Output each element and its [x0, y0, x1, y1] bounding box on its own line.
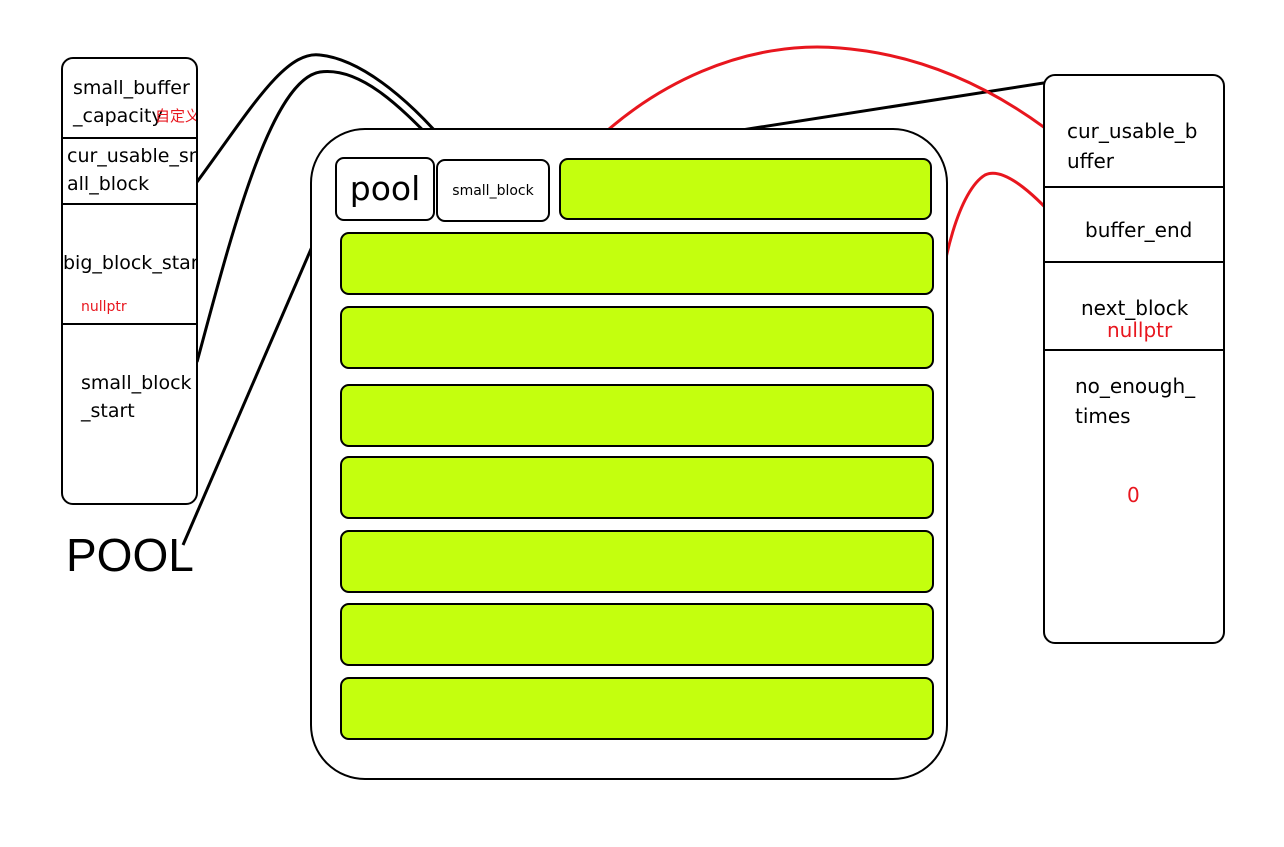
pool-caption: POOL [66, 529, 194, 581]
field-small-buffer-capacity: small_buffer _capacity 自定义 [63, 59, 196, 139]
field-no-enough-times: no_enough_ times 0 [1045, 351, 1223, 641]
small-block-label: small_block [452, 182, 534, 199]
pool-struct-panel: small_buffer _capacity 自定义 cur_usable_sm… [61, 57, 198, 505]
field-divider [1045, 349, 1223, 351]
field-cur-usable-buffer: cur_usable_b uffer [1045, 76, 1223, 188]
memory-block [559, 158, 932, 220]
small-block-header-box: small_block [436, 159, 550, 222]
field-buffer-end: buffer_end [1045, 188, 1223, 262]
field-label: next_block [1081, 296, 1189, 320]
memory-block [340, 677, 934, 740]
field-label: cur_usable_sm all_block [67, 145, 198, 195]
memory-block [340, 603, 934, 666]
field-big-block-start: big_block_start nullptr [63, 205, 196, 323]
pool-label: pool [349, 169, 421, 208]
field-label: no_enough_ times [1075, 374, 1196, 428]
field-label: small_buffer _capacity [73, 77, 190, 127]
memory-block [340, 232, 934, 295]
pool-header-box: pool [335, 157, 435, 221]
field-label: big_block_start [63, 252, 198, 274]
small-block-struct-panel: cur_usable_b uffer buffer_end next_block… [1043, 74, 1225, 644]
field-small-block-start: small_block _start [63, 325, 196, 503]
memory-block [340, 306, 934, 369]
field-label: cur_usable_b uffer [1067, 119, 1198, 173]
field-divider [1045, 186, 1223, 188]
field-note: 自定义 [155, 107, 198, 125]
field-note: nullptr [1107, 318, 1173, 342]
memory-block [340, 384, 934, 447]
field-divider [63, 137, 196, 139]
field-divider [63, 323, 196, 325]
field-divider [63, 203, 196, 205]
memory-block [340, 456, 934, 519]
field-divider [1045, 261, 1223, 263]
field-label: small_block _start [81, 372, 192, 422]
field-note: 0 [1127, 483, 1140, 507]
field-label: buffer_end [1085, 218, 1193, 242]
memory-block [340, 530, 934, 593]
field-cur-usable-small-block: cur_usable_sm all_block [63, 139, 196, 204]
field-note: nullptr [81, 299, 127, 315]
field-next-block: next_block nullptr [1045, 263, 1223, 350]
